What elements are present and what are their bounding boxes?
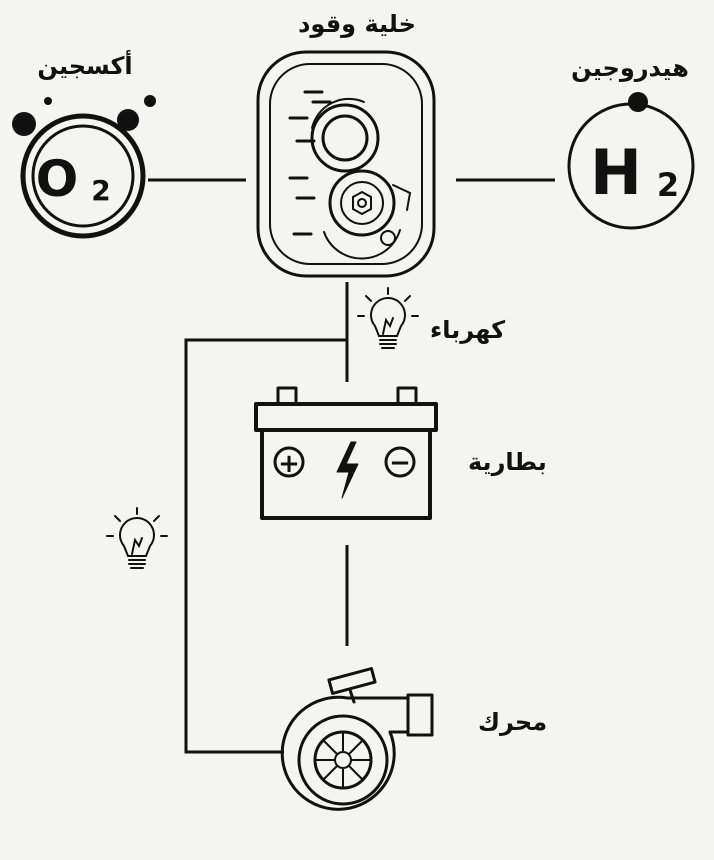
hydrogen-label: هيدروجين	[571, 54, 689, 82]
hydrogen-subscript: 2	[657, 166, 679, 204]
lightbulb-icon	[357, 287, 419, 349]
hydrogen-molecule-icon: H 2	[567, 92, 695, 230]
lightbulb-icon	[106, 507, 168, 569]
fuel-cell-label: خلية وقود	[298, 10, 416, 38]
battery-icon	[254, 386, 438, 520]
battery-plus-sign: +	[278, 449, 300, 479]
battery-minus-sign: −	[389, 448, 411, 478]
fuel-cell-icon	[256, 50, 436, 278]
oxygen-label: أكسجين	[37, 52, 133, 80]
oxygen-subscript: 2	[91, 174, 110, 207]
electricity-label: كهرباء	[430, 316, 506, 344]
connector-lines	[148, 178, 555, 754]
oxygen-symbol: O	[36, 150, 79, 208]
battery-label: بطارية	[468, 448, 547, 476]
motor-label: محرك	[478, 708, 548, 736]
hydrogen-symbol: H	[590, 136, 642, 209]
oxygen-molecule-icon: O 2	[12, 95, 156, 239]
line-branch-to-motor	[184, 338, 347, 754]
motor-icon	[280, 667, 434, 811]
